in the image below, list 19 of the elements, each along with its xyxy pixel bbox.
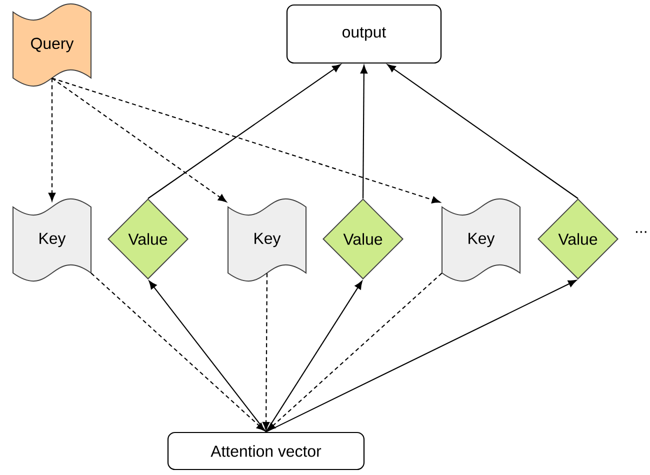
arrow: [148, 64, 341, 199]
attention-box: Attention vector: [167, 432, 365, 470]
arrow: [52, 78, 440, 204]
arrow: [48, 78, 56, 202]
key-tape: Key: [442, 198, 520, 282]
arrow: [266, 280, 577, 432]
arrow: [262, 273, 270, 430]
arrow: [387, 64, 578, 199]
arrow: [90, 272, 265, 432]
arrow: [52, 78, 227, 202]
arrow: [267, 272, 442, 432]
key-tape: Key: [228, 198, 306, 282]
arrow: [148, 280, 266, 432]
arrow: [360, 65, 368, 198]
output-box: output: [286, 4, 442, 64]
query-tape: Query: [12, 4, 92, 86]
ellipsis: ...: [636, 231, 646, 233]
arrow: [266, 280, 362, 432]
key-tape: Key: [12, 198, 92, 282]
